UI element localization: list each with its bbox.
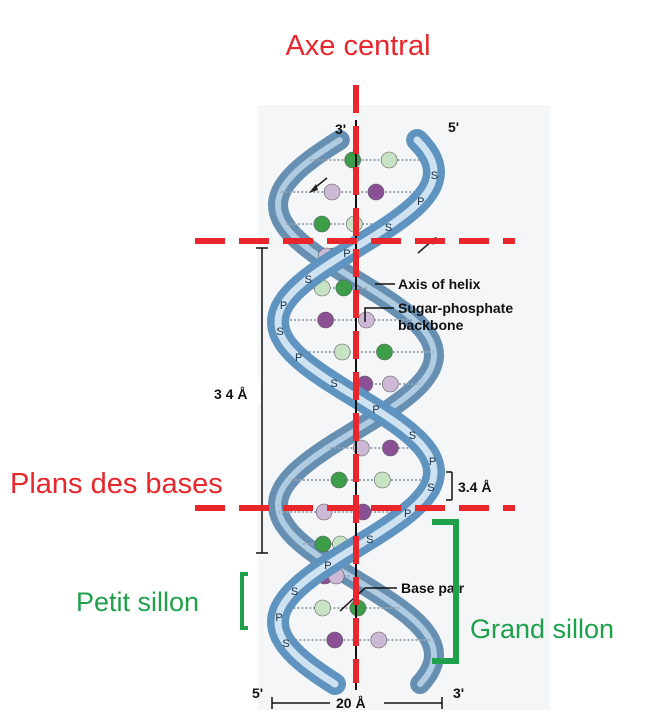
- nucleotide-base: [381, 375, 399, 393]
- base-pair-leader: [339, 587, 397, 612]
- backbone-label-line1: Sugar-phosphate: [398, 300, 513, 316]
- strand-mark: S: [366, 534, 373, 546]
- nucleotide-base: [330, 471, 348, 489]
- grand-sillon-label: Grand sillon: [470, 614, 614, 644]
- end-top-right: 5': [448, 119, 459, 135]
- base-pair-label: Base pair: [401, 580, 465, 596]
- nucleotide-base: [314, 535, 332, 553]
- strand-mark: P: [324, 560, 331, 572]
- strand-mark: P: [429, 456, 436, 468]
- strand-mark: S: [409, 430, 416, 442]
- nucleotide-base: [376, 343, 393, 361]
- nucleotide-base: [335, 279, 353, 297]
- strand-mark: P: [404, 508, 411, 520]
- rise-label: 3.4 Å: [458, 479, 491, 495]
- backbone-label-line2: backbone: [398, 317, 464, 333]
- end-bottom-left: 5': [252, 685, 263, 701]
- strand-mark: S: [330, 378, 337, 390]
- strand-mark: P: [417, 196, 424, 208]
- nucleotide-base: [374, 471, 391, 489]
- strand-mark: S: [385, 222, 392, 234]
- width-label: 20 Å: [336, 695, 366, 711]
- nucleotide-base: [382, 439, 399, 457]
- pitch-label: 3 4 Å: [214, 386, 247, 402]
- strand-mark: S: [427, 482, 434, 494]
- axe-central-label: Axe central: [285, 30, 430, 62]
- backbone-leader: [364, 307, 394, 322]
- nucleotide-base: [344, 151, 362, 169]
- strand-direction-arrow-down-icon: [309, 177, 328, 193]
- strand-mark: P: [275, 612, 282, 624]
- plans-des-bases-label: Plans des bases: [10, 468, 223, 500]
- front-strand: [267, 129, 446, 695]
- width-bracket: [271, 697, 443, 709]
- pitch-bracket: [256, 247, 268, 554]
- nucleotide-base: [323, 183, 341, 201]
- strand-mark: P: [372, 404, 379, 416]
- axis-of-helix-label: Axis of helix: [398, 276, 481, 292]
- end-bottom-right: 3': [453, 685, 464, 701]
- nucleotide-base: [367, 183, 385, 201]
- nucleotide-base: [370, 631, 388, 649]
- strand-mark: P: [295, 352, 302, 364]
- nucleotide-base: [317, 311, 334, 329]
- pitch-label-bg: [210, 382, 260, 404]
- strand-mark: S: [431, 170, 438, 182]
- nucleotide-base: [380, 151, 398, 169]
- nucleotide-base: [333, 343, 351, 361]
- petit-sillon-label: Petit sillon: [76, 587, 199, 617]
- minor-groove-bracket: [240, 572, 248, 630]
- nucleotide-base: [326, 631, 344, 649]
- strand-mark: S: [291, 586, 298, 598]
- nucleotide-base: [352, 439, 370, 457]
- strand-mark: S: [282, 638, 289, 650]
- strand-mark: P: [343, 248, 350, 260]
- nucleotide-base: [358, 311, 375, 329]
- end-top-left: 3': [335, 121, 346, 137]
- sugar-phosphate-labels: S P S P S P S P S P S P S P S P S P S: [275, 170, 438, 650]
- rise-bracket: [446, 471, 453, 501]
- nucleotide-base: [313, 215, 331, 233]
- strand-mark: S: [305, 274, 312, 286]
- major-groove-bracket: [432, 519, 459, 664]
- nucleotide-base: [314, 599, 331, 617]
- strand-mark: S: [276, 326, 283, 338]
- strand-mark: P: [280, 300, 287, 312]
